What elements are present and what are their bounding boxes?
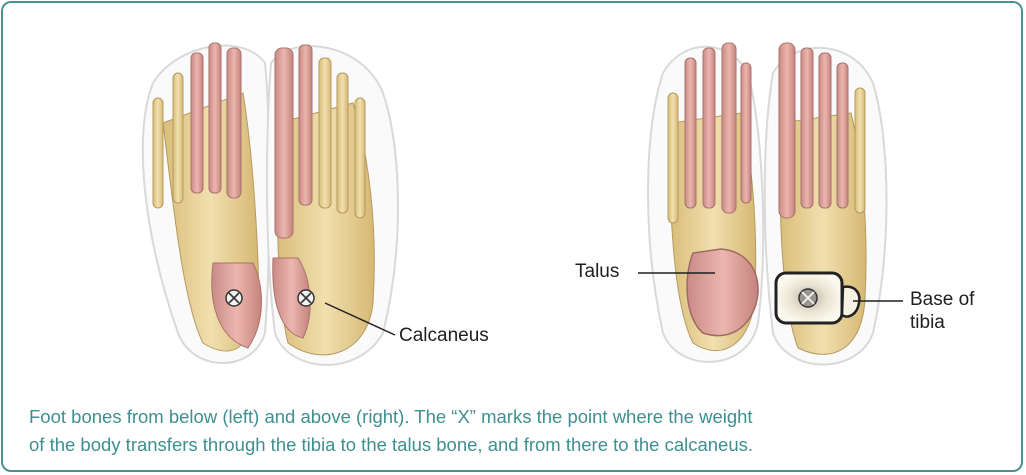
caption-line-1: Foot bones from below (left) and above (…	[29, 403, 989, 431]
tibia-base-label-line1: Base of	[910, 289, 974, 311]
tibia-base-label-line2: tibia	[910, 312, 945, 334]
left-foot-below	[143, 43, 270, 363]
figure-caption: Foot bones from below (left) and above (…	[29, 403, 989, 459]
foot-bones-illustration	[3, 3, 1023, 393]
caption-line-2: of the body transfers through the tibia …	[29, 431, 989, 459]
right-foot-below	[267, 45, 398, 365]
talus-label: Talus	[575, 261, 619, 283]
calcaneus-label: Calcaneus	[399, 325, 489, 347]
weight-marker-tibia	[799, 289, 817, 307]
weight-marker-right-foot	[298, 290, 314, 306]
weight-marker-left-foot	[226, 290, 242, 306]
